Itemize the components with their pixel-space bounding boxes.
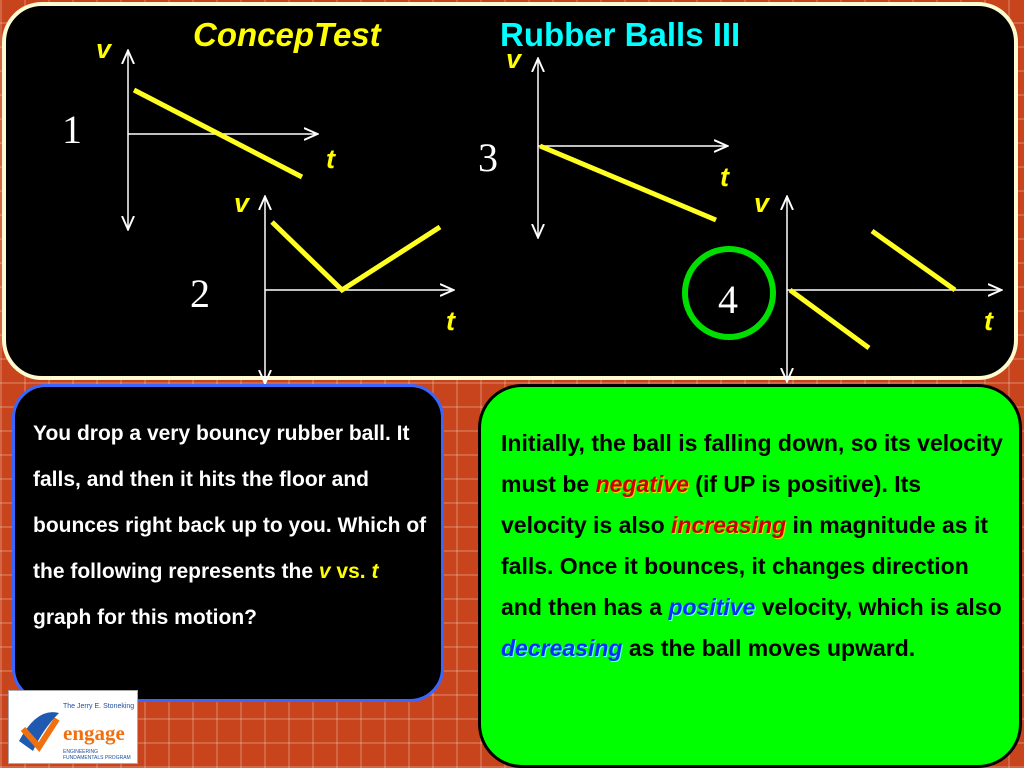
- graph-3-v-label: v: [506, 44, 522, 74]
- answer-increasing: increasing: [671, 512, 787, 538]
- graph-2-number: 2: [190, 271, 210, 316]
- graph-1-number: 1: [62, 107, 82, 152]
- graph-4-line-a: [788, 287, 871, 351]
- graph-4-line-b: [870, 228, 957, 293]
- graph-4-t-label: t: [984, 306, 993, 336]
- engage-logo-icon: [19, 712, 60, 752]
- logo-tagline: ENGINEERING FUNDAMENTALS PROGRAM: [63, 749, 131, 761]
- graph-4[interactable]: [682, 198, 1000, 380]
- title-prefix: ConcepTest: [193, 16, 381, 53]
- question-t: t: [371, 560, 379, 583]
- graph-3[interactable]: [538, 60, 726, 236]
- graph-1-t-label: t: [326, 144, 335, 174]
- graph-3-line: [539, 143, 717, 223]
- question-text: You drop a very bouncy rubber ball. It f…: [33, 422, 427, 629]
- engage-logo: The Jerry E. Stoneking engage ENGINEERIN…: [8, 690, 138, 764]
- logo-brand: engage: [63, 721, 125, 745]
- graph-4-number: 4: [718, 277, 738, 322]
- answer-positive: positive: [668, 594, 756, 620]
- graph-2-v-label: v: [234, 188, 250, 218]
- graph-1[interactable]: [128, 52, 316, 228]
- graph-3-number: 3: [478, 135, 498, 180]
- graph-4-v-label: v: [754, 188, 770, 218]
- answer-panel: Initially, the ball is falling down, so …: [478, 384, 1022, 768]
- question-v: v: [318, 560, 331, 583]
- answer-negative: negative: [595, 471, 689, 497]
- answer-decreasing: decreasing: [501, 635, 623, 661]
- question-panel: You drop a very bouncy rubber ball. It f…: [12, 384, 444, 702]
- graph-2[interactable]: [265, 198, 452, 382]
- logo-small-text: The Jerry E. Stoneking: [63, 703, 135, 710]
- title-main: Rubber Balls III: [500, 16, 741, 53]
- graph-3-t-label: t: [720, 162, 729, 192]
- graph-4-answer-circle: [682, 246, 776, 340]
- answer-text: Initially, the ball is falling down, so …: [501, 430, 1003, 661]
- graph-1-line: [132, 87, 304, 180]
- graphs-drawing: [0, 0, 1024, 400]
- graph-2-t-label: t: [446, 306, 455, 336]
- graphs-panel: [2, 2, 1018, 380]
- graph-2-line: [270, 220, 442, 294]
- graph-1-v-label: v: [96, 34, 112, 64]
- question-vs: vs.: [336, 560, 366, 583]
